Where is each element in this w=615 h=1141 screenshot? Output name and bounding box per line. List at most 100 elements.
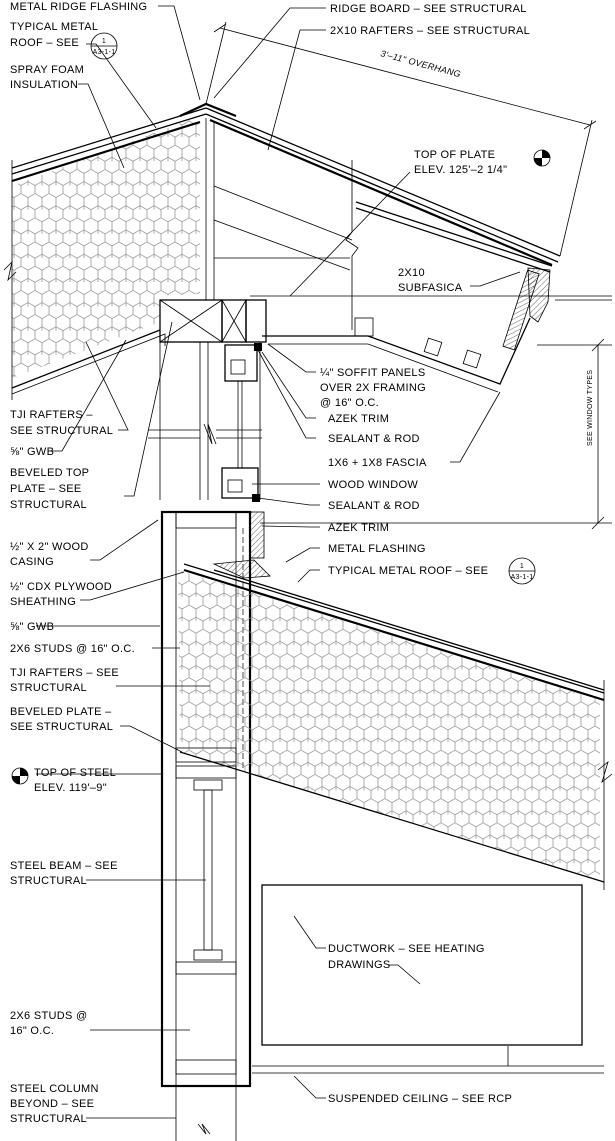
label-metal-ridge-flashing: METAL RIDGE FLASHING [10, 1, 147, 13]
label-soffit-2: OVER 2X FRAMING [320, 382, 426, 394]
steel-beam-flange-top [193, 779, 223, 791]
ductwork-rectangle [261, 884, 583, 1046]
overhang-dim-ext-1 [205, 21, 227, 105]
elevation-marker-top-of-plate [533, 149, 551, 167]
rafter-bottom-line [213, 219, 351, 271]
sealant-rod-upper [254, 343, 262, 351]
label-subfascia-2: SUBFASICA [398, 282, 463, 294]
rafter-line-3 [213, 185, 353, 241]
leader-sealant-lower [257, 497, 320, 506]
upper-roof-underside [11, 329, 161, 389]
label-typical-metal-roof-lower: TYPICAL METAL ROOF – SEE [328, 565, 488, 577]
label-beveled-plate-2: SEE STRUCTURAL [10, 721, 113, 733]
overhang-dim-tick-1 [213, 23, 227, 33]
azek-trim-lower-block [249, 511, 265, 559]
label-metal-flashing: METAL FLASHING [328, 543, 426, 555]
overhang-dim-ext-2 [559, 119, 593, 257]
label-2x10-rafters: 2X10 RAFTERS – SEE STRUCTURAL [330, 25, 530, 37]
leader-subfascia [470, 271, 521, 287]
label-beveled-plate-1: BEVELED PLATE – [10, 706, 112, 718]
label-steel-beam-2: STRUCTURAL [10, 875, 87, 887]
upper-roof-breakmark [3, 260, 17, 282]
label-wood-casing-1: ½" X 2" WOOD [10, 541, 89, 553]
leader-metal-flashing [285, 547, 320, 563]
label-steel-beam-1: STEEL BEAM – SEE [10, 860, 118, 872]
label-tji-rafters-upper-1: TJI RAFTERS – [10, 409, 93, 421]
header-block [245, 299, 267, 343]
label-azek-trim-upper: AZEK TRIM [328, 413, 389, 425]
leader-tji-upper [85, 341, 129, 431]
label-beveled-top-plate-1: BEVELED TOP [10, 467, 89, 479]
overhang-dim-line [219, 27, 591, 126]
leader-2x10-rafters [267, 29, 326, 151]
label-ductwork-2: DRAWINGS [328, 959, 391, 971]
leader-lines [36, 5, 521, 1119]
leader-beveled-top-plate [124, 321, 173, 497]
overhang-dim-tick-2 [583, 120, 597, 130]
label-typical-metal-roof-1: TYPICAL METAL [10, 21, 98, 33]
leader-soffit [267, 343, 316, 373]
overhang-roof-membrane [355, 207, 551, 273]
soffit-block-3 [462, 349, 482, 369]
label-gwb-lower: ⅝" GWB [10, 621, 54, 633]
lower-roof-insulation [178, 570, 600, 880]
detail-ref-lower-number: 1 [520, 563, 524, 570]
leader-ridge-board [213, 7, 326, 99]
label-wood-window: WOOD WINDOW [328, 479, 418, 491]
leader-ridge-flashing [158, 5, 201, 101]
soffit-block-1 [354, 317, 374, 337]
lower-roof-underside [179, 751, 605, 883]
detail-ref-lower[interactable]: 1 A3-1-1 [508, 557, 536, 585]
label-overhang: 3'–11" OVERHANG [379, 48, 462, 79]
leader-wood-casing [90, 519, 159, 561]
wall-breakmark [203, 423, 217, 445]
leader-gwb-upper [52, 339, 127, 452]
leader-typical-metal-roof [86, 43, 157, 129]
leader-azek-lower [261, 525, 320, 528]
window-head-inner [230, 359, 246, 375]
label-top-of-steel-2: ELEV. 119'–9" [34, 782, 107, 794]
upper-roof-top-line [11, 107, 207, 169]
label-top-of-plate-1: TOP OF PLATE [414, 149, 495, 161]
leader-ductwork-2 [388, 964, 421, 985]
detail-ref-upper[interactable]: 1 A3-1-1 [90, 32, 118, 60]
label-sealant-rod-lower: SEALANT & ROD [328, 500, 420, 512]
leader-spray-foam [78, 83, 125, 169]
elevation-marker-top-of-steel [11, 767, 29, 785]
leader-azek-upper [261, 351, 316, 419]
fascia-board [527, 267, 551, 323]
label-top-of-plate-2: ELEV. 125'–2 1/4" [414, 164, 507, 176]
sealant-rod-lower [252, 494, 260, 502]
label-gwb-upper: ⅝" GWB [10, 446, 54, 458]
leader-beveled-plate [120, 725, 183, 753]
leader-fascia [450, 391, 501, 463]
label-see-window-types: SEE WINDOW TYPES [587, 370, 594, 446]
upper-roof-membrane [11, 113, 207, 175]
label-ridge-board: RIDGE BOARD – SEE STRUCTURAL [330, 3, 527, 15]
lower-roof-breakmark [597, 760, 613, 784]
top-plate-2-x2 [221, 299, 247, 343]
right-roof-top [205, 107, 561, 257]
lower-roof-top [183, 563, 605, 694]
right-roof-deck [209, 118, 553, 267]
wall-top-plate [148, 299, 267, 502]
overhang-roof-top [355, 201, 553, 267]
label-steel-column-2: BEYOND – SEE [10, 1098, 94, 1110]
detail-ref-lower-sheet: A3-1-1 [511, 574, 534, 581]
label-steel-column-1: STEEL COLUMN [10, 1083, 99, 1095]
soffit-line-2 [268, 343, 499, 393]
upper-roof-deck [11, 120, 201, 183]
soffit-block-2 [423, 337, 443, 357]
label-fascia: 1X6 + 1X8 FASCIA [328, 457, 427, 469]
lower-wall-assembly [160, 510, 613, 1141]
detail-ref-upper-sheet: A3-1-1 [93, 49, 116, 56]
soffit-line [262, 317, 531, 385]
label-ductwork-1: DUCTWORK – SEE HEATING [328, 943, 485, 955]
steel-beam-flange-bottom [193, 949, 223, 961]
steel-beam-top-flange [175, 765, 237, 779]
label-soffit-1: ¼" SOFFIT PANELS [320, 367, 426, 379]
column-breakmark [197, 1123, 211, 1135]
label-subfascia-1: 2X10 [398, 267, 425, 279]
window-types-dimension [591, 338, 605, 530]
